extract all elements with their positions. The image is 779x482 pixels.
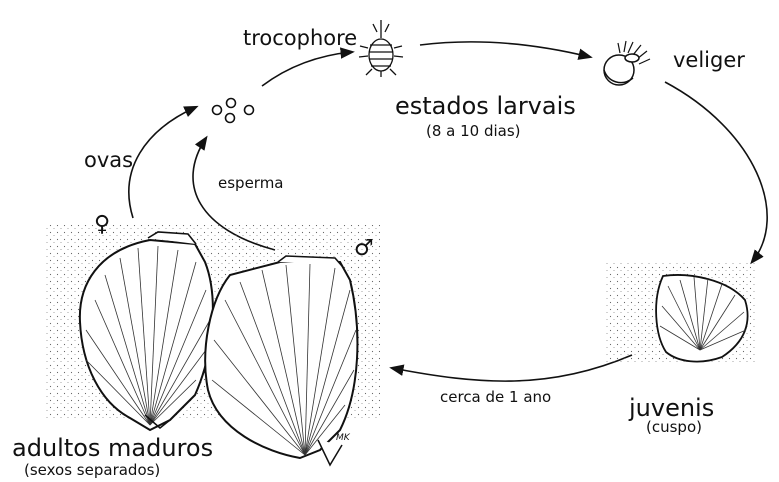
label-larval-duration: (8 a 10 dias): [426, 124, 521, 139]
adult-scallops: [45, 225, 380, 465]
label-juveniles-sub: (cuspo): [646, 420, 702, 435]
trocophore-larva: [359, 20, 403, 77]
artist-initials: MK: [336, 434, 350, 443]
label-juveniles: juvenis: [629, 396, 714, 420]
label-mature-adults-sub: (sexos separados): [24, 463, 160, 478]
label-veliger: veliger: [673, 50, 745, 71]
eggs-cluster: [213, 99, 254, 123]
label-trocophore: trocophore: [243, 28, 357, 49]
arrow-trocophore-to-veliger: [420, 42, 590, 57]
arrow-juvenile-to-adults: [392, 355, 632, 381]
arrow-eggs-to-trocophore: [262, 52, 352, 86]
male-scallop-shell: [205, 256, 357, 465]
label-about-one-year: cerca de 1 ano: [440, 390, 551, 405]
label-sperm: esperma: [218, 176, 284, 191]
label-eggs: ovas: [84, 150, 133, 171]
veliger-larva: [604, 41, 650, 85]
male-symbol: ♂: [354, 238, 374, 260]
label-larval-stages: estados larvais: [395, 94, 576, 118]
juvenile-scallop: [605, 262, 755, 362]
female-symbol: ♀: [94, 214, 110, 236]
arrow-female-to-eggs: [129, 107, 196, 218]
label-mature-adults: adultos maduros: [12, 436, 213, 460]
arrow-veliger-to-juvenile: [665, 82, 767, 262]
